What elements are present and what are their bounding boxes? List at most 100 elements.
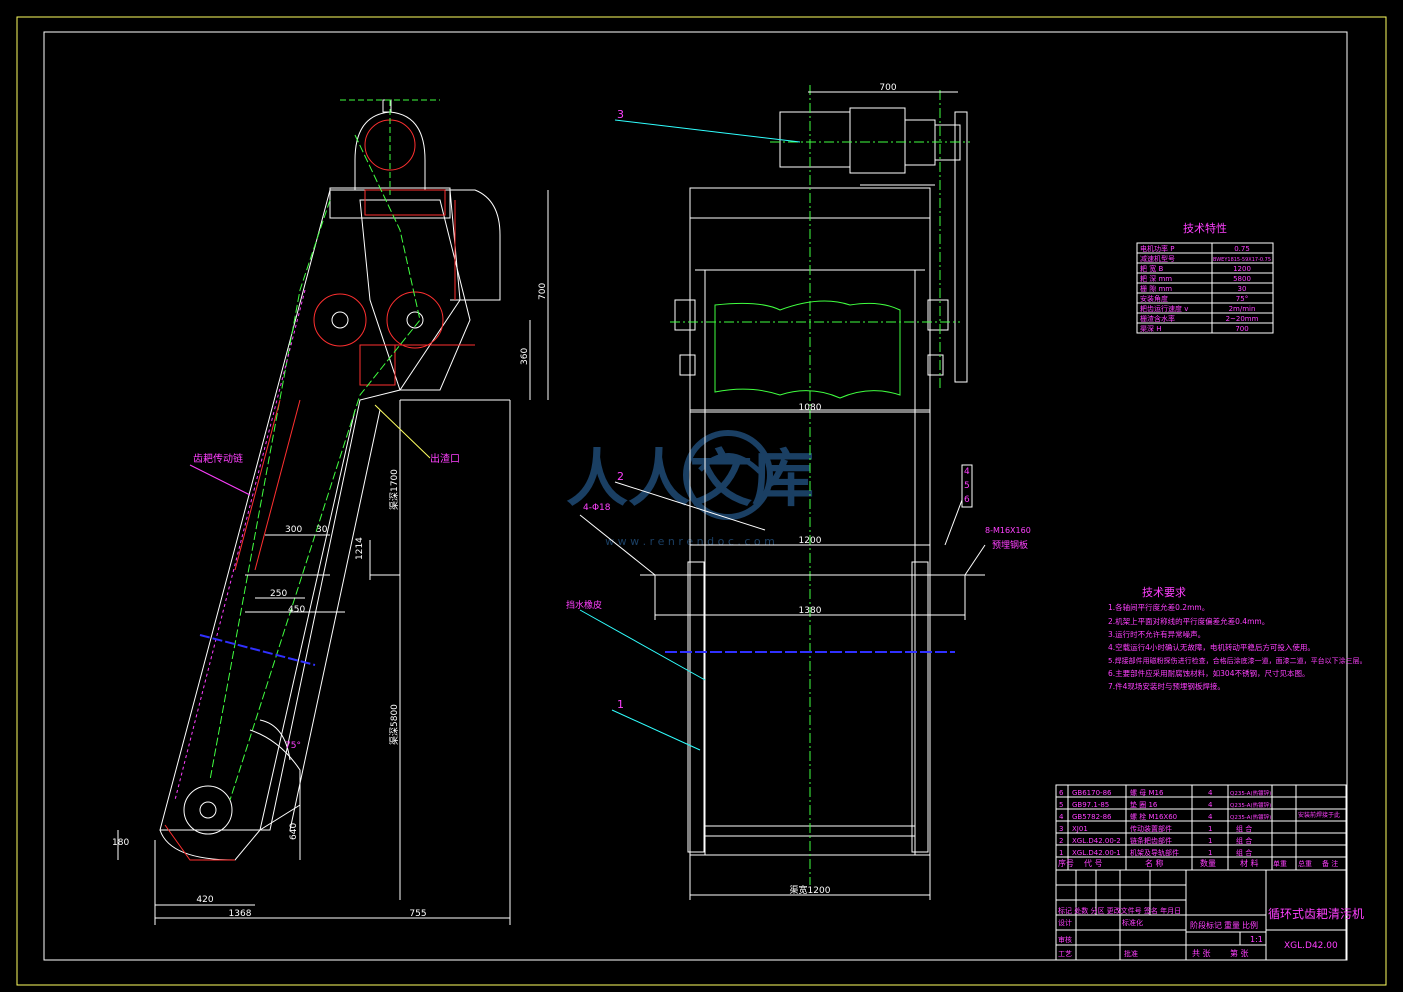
callout-3: 3 [617, 108, 624, 121]
callout-5: 5 [964, 481, 970, 491]
param-label-8: 栅渣含水率 [1140, 314, 1175, 323]
dim-420: 420 [196, 895, 213, 905]
bom-r4-qty: 1 [1208, 825, 1212, 833]
dim-250: 250 [270, 589, 287, 599]
title-marks-row: 标记 处数 分区 更改文件号 签名 年月日 [1058, 906, 1181, 915]
bom-r1-mat: Q235-A(热镀锌) [1230, 789, 1271, 797]
dim-channel-width: 渠宽1200 [790, 884, 831, 896]
bom-h-total: 总重 [1298, 859, 1312, 868]
tech-req-2: 2.机架上平面对称线的平行度偏差允差0.4mm。 [1108, 616, 1269, 626]
bom-r6-qty: 1 [1208, 849, 1212, 857]
bom-r2-code: GB97.1-85 [1072, 801, 1109, 809]
param-value-6: 75° [1236, 295, 1248, 303]
dim-300: 300 [285, 525, 302, 535]
label-chain-guide: 齿耙传动链 [193, 452, 243, 465]
title-standard: 标准化 [1122, 918, 1143, 927]
tech-params-title: 技术特性 [1183, 221, 1227, 235]
dim-channel-5800: 渠深5800 [388, 704, 400, 745]
bom-r2-mat: Q235-A(热镀锌) [1230, 801, 1271, 809]
param-label-7: 耙齿运行速度 v [1140, 304, 1188, 313]
dim-450: 450 [288, 605, 305, 615]
bom-r2-name: 垫 圈 16 [1130, 800, 1158, 809]
bom-r4-mat: 组 合 [1236, 824, 1252, 833]
tech-req-4: 4.空载运行4小时确认无故障，电机转动平稳后方可投入使用。 [1108, 642, 1315, 652]
dim-640: 640 [289, 823, 299, 840]
param-label-5: 栅 隙 mm [1140, 284, 1172, 293]
param-value-2: BWEY1815-59X17-0.75 [1213, 257, 1271, 263]
callout-baffle: 挡水橡皮 [566, 599, 602, 611]
bom-r6-code: XGL.D42.00-1 [1072, 849, 1121, 857]
dim-front-1080: 1080 [799, 403, 822, 413]
bom-r2-no: 5 [1059, 801, 1063, 809]
front-view [579, 85, 986, 900]
sheet-border-inner [43, 31, 1348, 961]
dim-755: 755 [409, 909, 426, 919]
front-view-labels: 700 1080 1200 1380 渠宽1200 3 2 1 4-Φ18 挡水… [566, 83, 1031, 896]
callout-4: 4 [964, 467, 970, 477]
param-label-3: 耙 宽 B [1140, 264, 1163, 273]
bom-table: 6 GB6170-86 螺 母 M16 4 Q235-A(热镀锌) 5 GB97… [1055, 784, 1347, 871]
bom-r5-mat: 组 合 [1236, 836, 1252, 845]
bom-r3-qty: 4 [1208, 813, 1213, 821]
dim-700: 700 [538, 283, 548, 300]
bom-r3-code: GB5782-86 [1072, 813, 1112, 821]
bom-r6-mat: 组 合 [1236, 848, 1252, 857]
bom-h-qty: 数量 [1200, 858, 1216, 868]
sheet-border-outer [16, 16, 1387, 986]
bom-r5-code: XGL.D42.00-2 [1072, 837, 1121, 845]
tech-req-1: 1.各轴间平行度允差0.2mm。 [1108, 602, 1209, 612]
param-value-7: 2m/min [1229, 305, 1256, 313]
bom-r1-code: GB6170-86 [1072, 789, 1112, 797]
title-process: 工艺 [1058, 950, 1072, 958]
bom-r4-code: XJ01 [1072, 825, 1088, 833]
tech-params: 技术特性 电机功率 P 0.75 减速机型号 BWEY1815-59X17-0.… [1136, 221, 1274, 334]
title-drawing-number: XGL.D42.00 [1284, 941, 1338, 951]
title-stage: 阶段标记 [1190, 920, 1222, 930]
bom-r3-name: 螺 栓 M16X60 [1130, 812, 1177, 821]
bom-r5-no: 2 [1059, 837, 1063, 845]
tech-req-5: 5.焊接部件用磁粉探伤进行检查，合格后涂底漆一道，面漆二道，平台以下涂三层。 [1108, 656, 1367, 665]
bom-r6-no: 1 [1059, 849, 1063, 857]
param-value-1: 0.75 [1234, 245, 1250, 253]
side-view [117, 99, 549, 925]
bom-r5-qty: 1 [1208, 837, 1212, 845]
callout-6: 6 [964, 495, 970, 505]
angle-label: 75° [285, 741, 301, 751]
title-sheets-total: 共 张 [1192, 949, 1211, 958]
param-value-5: 30 [1238, 285, 1247, 293]
title-weight: 重量 [1224, 920, 1240, 930]
param-label-1: 电机功率 P [1140, 244, 1174, 253]
bom-h-unit: 单重 [1273, 859, 1287, 868]
title-check: 审核 [1058, 935, 1072, 944]
title-drawing-name: 循环式齿耙清污机 [1268, 907, 1364, 921]
bom-h-mat: 材 料 [1240, 858, 1259, 868]
bom-r3-mat: Q235-A(热镀锌) [1230, 813, 1271, 821]
label-outlet: 出渣口 [430, 452, 460, 465]
bom-r3-no: 4 [1059, 813, 1064, 821]
tech-req-6: 6.主要部件应采用耐腐蚀材料，如304不锈钢，尺寸见本图。 [1108, 668, 1309, 678]
dim-30: 30 [316, 525, 328, 535]
dim-1214: 1214 [355, 537, 365, 560]
callout-2: 2 [617, 470, 624, 483]
param-label-6: 安装角度 [1140, 294, 1168, 303]
title-approve: 批准 [1124, 949, 1138, 958]
bom-r4-name: 传动装置部件 [1130, 824, 1172, 833]
callout-1: 1 [617, 698, 624, 711]
bom-r4-no: 3 [1059, 825, 1063, 833]
tech-req-7: 7.件4现场安装时与预埋钢板焊接。 [1108, 681, 1225, 691]
title-sheet-no: 第 张 [1230, 948, 1249, 958]
bom-r3-note: 安装前焊接于此 [1298, 811, 1340, 819]
bom-r1-name: 螺 母 M16 [1130, 788, 1164, 797]
bom-h-code: 代 号 [1084, 858, 1103, 868]
title-ratio: 比例 [1242, 920, 1258, 930]
bom-h-name: 名 称 [1145, 858, 1164, 868]
param-value-3: 1200 [1233, 265, 1251, 273]
dim-front-1380: 1380 [799, 606, 822, 616]
param-value-9: 700 [1235, 325, 1248, 333]
title-block: 标记 处数 分区 更改文件号 签名 年月日 设计 标准化 审核 工艺 批准 阶段… [1055, 869, 1364, 961]
param-value-8: 2~20mm [1226, 315, 1259, 323]
title-design: 设计 [1058, 918, 1072, 927]
tech-req-title: 技术要求 [1142, 586, 1186, 599]
param-label-2: 减速机型号 [1140, 254, 1175, 263]
dim-channel-1700: 渠深1700 [388, 469, 400, 510]
